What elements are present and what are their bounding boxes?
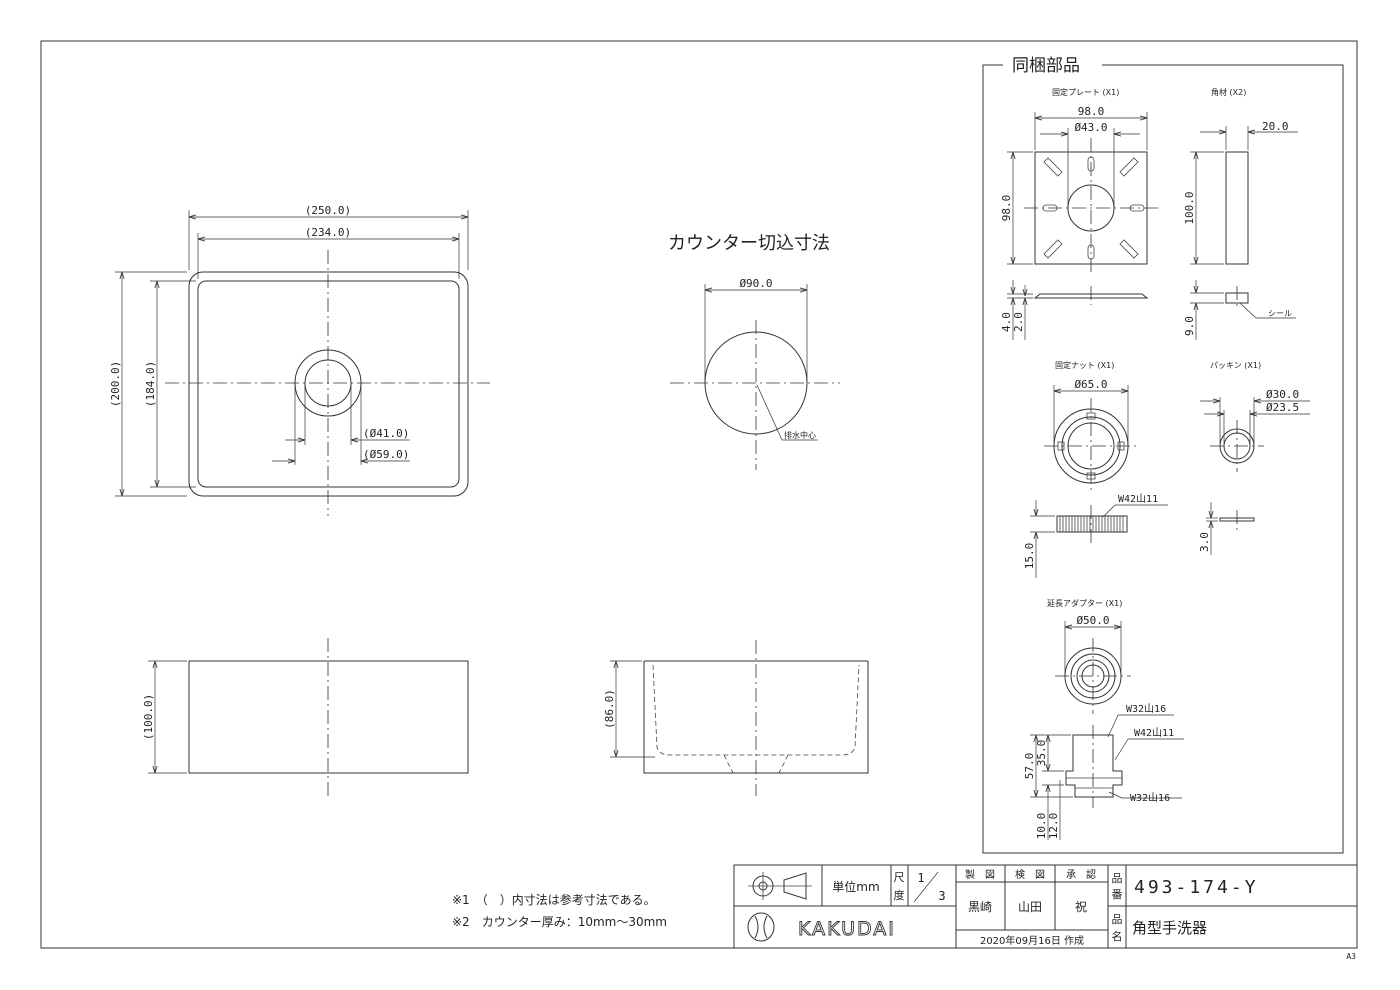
made-label: 製 図 — [965, 868, 995, 881]
top-outer-depth: (200.0) — [109, 361, 122, 407]
parts-heading: 同梱部品 — [1012, 56, 1080, 76]
adapter-h-a: 10.0 — [1035, 813, 1048, 840]
plate-hole: Ø43.0 — [1074, 121, 1107, 134]
projection-symbol-icon — [748, 872, 812, 900]
plate-title: 固定プレート (X1) — [1052, 87, 1119, 97]
packing-title: パッキン (X1) — [1210, 361, 1261, 370]
adapter-h-b: 12.0 — [1047, 813, 1060, 840]
adapter-side — [1065, 734, 1123, 798]
nut-thread: W42山11 — [1118, 493, 1158, 505]
top-view: (250.0) (234.0) (200.0) (184.0) (Ø41.0) … — [109, 204, 490, 516]
scale-numerator: 1 — [917, 871, 924, 885]
packing-inner-dia: Ø23.5 — [1266, 401, 1299, 414]
scale-label-b: 度 — [894, 888, 905, 902]
part-name-label-b: 名 — [1112, 929, 1123, 943]
made-by: 黒崎 — [968, 900, 992, 914]
block-width: 20.0 — [1262, 120, 1289, 133]
sheet-size: A3 — [1346, 952, 1356, 961]
packing-outer-dia: Ø30.0 — [1266, 388, 1299, 401]
front-view: (100.0) — [142, 638, 469, 796]
plate-slots — [1042, 156, 1145, 260]
counter-cutout-view: カウンター切込寸法 Ø90.0 排水中心 — [668, 233, 840, 470]
adapter-thread-top: W32山16 — [1126, 703, 1166, 715]
top-inner-depth: (184.0) — [144, 361, 157, 407]
part-name-label-a: 品 — [1112, 913, 1123, 926]
part-number: 493-174-Y — [1134, 877, 1259, 898]
drain-outer-dia: (Ø59.0) — [363, 448, 409, 461]
section-view: (86.0) — [603, 640, 869, 796]
plate-thick-b: 2.0 — [1012, 312, 1025, 332]
nut-diameter: Ø65.0 — [1074, 378, 1107, 391]
nut-knurl — [1059, 516, 1124, 532]
basin-outer-rim — [188, 271, 469, 497]
basin-front-outline — [188, 660, 469, 774]
adapter-diameter: Ø50.0 — [1076, 614, 1109, 627]
cutout-title: カウンター切込寸法 — [668, 233, 830, 254]
basin-inner-rim — [197, 280, 460, 488]
drain-inner-dia: (Ø41.0) — [363, 427, 409, 440]
scale-denominator: 3 — [938, 889, 945, 903]
adapter-thread-bottom: W32山16 — [1130, 792, 1170, 804]
seal-label: シール — [1268, 309, 1292, 318]
block-outline — [1225, 151, 1249, 265]
part-no-label-b: 番 — [1112, 888, 1123, 901]
adapter-title: 延長アダプター (X1) — [1047, 598, 1122, 608]
nut-title: 固定ナット (X1) — [1055, 360, 1114, 370]
unit-label: 単位mm — [832, 879, 879, 894]
plate-width: 98.0 — [1078, 105, 1105, 118]
section-depth: (86.0) — [603, 689, 616, 729]
brand-name: KAKUDAI — [798, 918, 896, 940]
block-height: 100.0 — [1183, 191, 1196, 224]
top-outer-width: (250.0) — [305, 204, 351, 217]
cutout-diameter: Ø90.0 — [739, 277, 772, 290]
notes: ※1 （ ）内寸法は参考寸法である。 ※2 カウンター厚み：10mm～30mm — [452, 892, 667, 929]
adapter-h-total: 57.0 — [1023, 753, 1036, 780]
title-block: 単位mm 尺 度 1 3 KAKUDAI 製 図 検 図 承 認 黒崎 山田 祝… — [733, 864, 1358, 949]
adapter-thread-mid: W42山11 — [1134, 727, 1174, 739]
kakudai-logo-icon — [747, 912, 775, 942]
included-parts-panel: 同梱部品 固定プレート (X1) 98.0 Ø43.0 98.0 — [982, 56, 1344, 854]
drain-center-label: 排水中心 — [784, 430, 816, 440]
check-label: 検 図 — [1015, 868, 1045, 881]
plate-height: 98.0 — [1000, 195, 1013, 222]
plate-thick-a: 4.0 — [1000, 312, 1013, 332]
approved-by: 祝 — [1075, 900, 1087, 914]
nut-height: 15.0 — [1023, 543, 1036, 570]
part-name: 角型手洗器 — [1132, 919, 1207, 937]
top-inner-width: (234.0) — [305, 226, 351, 239]
note-2: ※2 カウンター厚み：10mm～30mm — [452, 915, 667, 929]
drawing-date: 2020年09月16日 作成 — [980, 934, 1084, 947]
block-title: 角材 (X2) — [1211, 87, 1246, 97]
packing-thick: 3.0 — [1198, 532, 1211, 552]
front-height: (100.0) — [142, 694, 155, 740]
scale-label-a: 尺 — [894, 871, 905, 884]
note-1: ※1 （ ）内寸法は参考寸法である。 — [452, 892, 656, 907]
sheet-border — [40, 40, 1358, 949]
block-thick: 9.0 — [1183, 316, 1196, 336]
checked-by: 山田 — [1018, 900, 1042, 914]
approve-label: 承 認 — [1066, 868, 1096, 881]
adapter-h-upper: 35.0 — [1035, 740, 1048, 767]
nut-side — [1056, 515, 1128, 533]
part-no-label-a: 品 — [1112, 872, 1123, 885]
